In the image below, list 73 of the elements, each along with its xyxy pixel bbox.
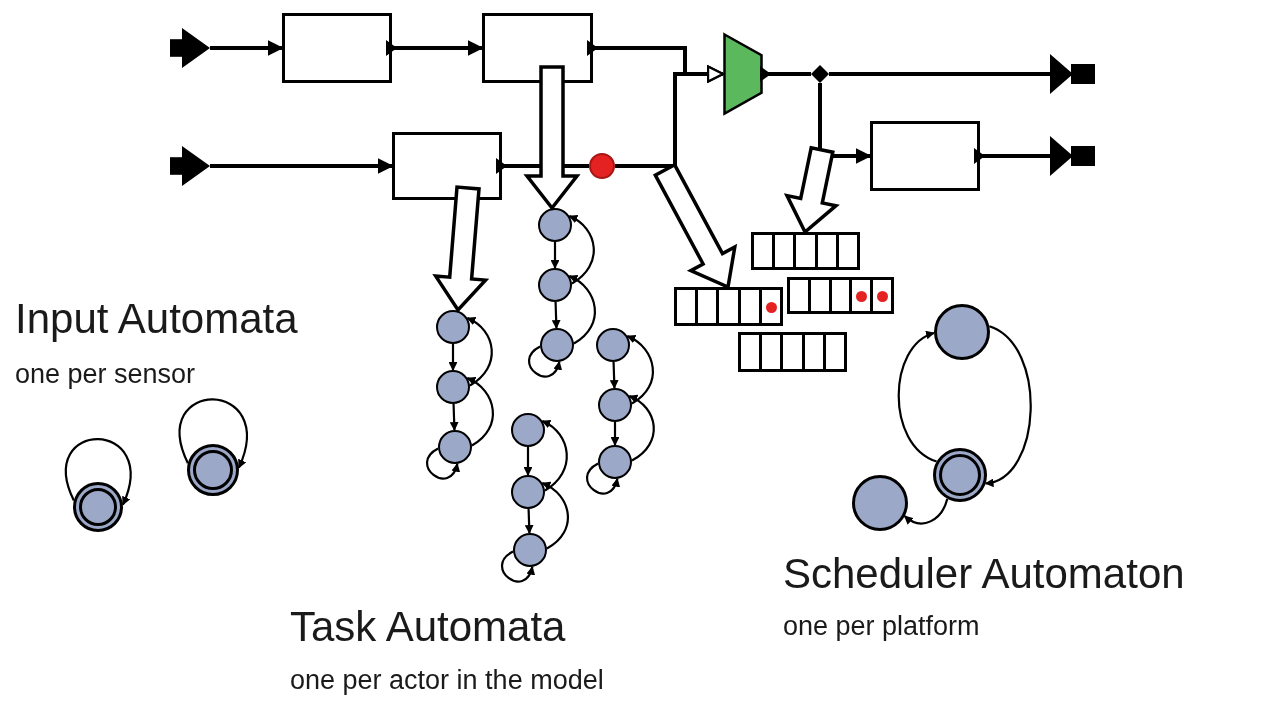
transition-arrow (449, 403, 459, 431)
accepting-state-circle (73, 482, 123, 532)
actor-box (282, 13, 392, 83)
actor-box (482, 13, 593, 83)
transition-arrow (610, 422, 620, 446)
output-port (1050, 136, 1095, 176)
state-circle (596, 328, 630, 362)
hollow-arrow (783, 145, 840, 235)
arrow (210, 158, 394, 174)
actor-box (392, 132, 502, 200)
state-circle (513, 533, 547, 567)
hollow-arrow (652, 162, 738, 290)
token-dot (589, 153, 615, 179)
transition-arrow (541, 482, 569, 550)
transition-arrow (626, 335, 654, 405)
transition-arrow (524, 508, 534, 534)
transition-arrow (466, 377, 494, 447)
arrow (615, 65, 725, 168)
section-subheading: one per actor in the model (290, 666, 604, 696)
state-circle (511, 413, 545, 447)
state-circle (598, 445, 632, 479)
transition-arrow (628, 395, 655, 462)
section-subheading: one per platform (783, 612, 980, 642)
state-circle (538, 208, 572, 242)
section-heading: Scheduler Automaton (783, 551, 1185, 598)
queue-buffer (738, 332, 847, 372)
self-loop-arrow (528, 345, 561, 378)
self-loop-arrow (178, 398, 248, 469)
hollow-arrow (432, 185, 490, 313)
section-heading: Input Automata (15, 296, 298, 343)
section-subheading: one per sensor (15, 360, 196, 390)
state-circle (436, 310, 470, 344)
state-circle (436, 370, 470, 404)
queue-buffer (674, 287, 783, 326)
self-loop-arrow (501, 550, 534, 583)
junction-diamond (811, 65, 829, 83)
queue-buffer (751, 232, 860, 270)
connector-line (980, 154, 1050, 158)
connector-line (763, 72, 811, 76)
state-circle (852, 475, 908, 531)
transition-arrow (448, 344, 458, 371)
transition-arrow (550, 242, 560, 269)
self-loop-arrow (426, 447, 459, 480)
arrow (210, 40, 284, 56)
transition-arrow (568, 215, 595, 285)
accepting-state-circle (933, 448, 987, 502)
transition-arrow (984, 325, 1032, 486)
state-circle (438, 430, 472, 464)
state-circle (598, 388, 632, 422)
input-port (170, 28, 210, 68)
transition-arrow (609, 361, 619, 389)
actor-box (870, 121, 980, 191)
transition-arrow (523, 447, 533, 476)
transition-arrow (551, 301, 561, 329)
transition-arrow (466, 317, 493, 387)
section-heading: Task Automata (290, 604, 566, 651)
arrow (392, 40, 484, 56)
accepting-state-circle (187, 444, 239, 496)
transition-arrow (541, 420, 568, 492)
input-port (170, 146, 210, 186)
self-loop-arrow (586, 462, 619, 495)
transition-arrow (568, 275, 596, 345)
state-circle (540, 328, 574, 362)
self-loop-arrow (65, 438, 132, 506)
queue-buffer (787, 277, 894, 314)
state-circle (538, 268, 572, 302)
output-port (1050, 54, 1095, 94)
state-circle (511, 475, 545, 509)
transition-arrow (904, 498, 949, 525)
transition-arrow (897, 331, 938, 463)
connector-line (829, 72, 1050, 76)
hollow-arrow (523, 65, 581, 211)
state-circle (934, 304, 990, 360)
